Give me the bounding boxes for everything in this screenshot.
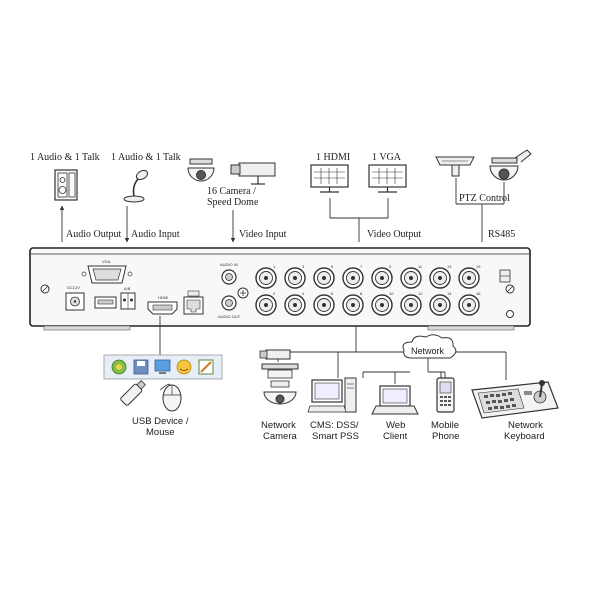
audio-input-label: Audio Input (131, 229, 180, 240)
ground-screw (506, 310, 514, 318)
bnc-number: 2 (273, 291, 276, 296)
video-output-label: Video Output (367, 229, 421, 240)
bnc-number: 1 (273, 264, 276, 269)
cms-label-line1: CMS: DSS/ (310, 420, 359, 431)
laptop-icon (371, 385, 419, 415)
mobile-phone-icon (436, 372, 455, 413)
power-port: DC12V (65, 285, 85, 311)
microphone-icon (123, 169, 149, 203)
edit-app-icon (198, 359, 214, 375)
ptz-keyboard-icon (435, 156, 475, 177)
svg-text:VGA: VGA (102, 259, 111, 264)
bnc-number: 14 (447, 291, 452, 296)
usb-device-label-line1: USB Device / (132, 416, 189, 427)
bnc-number: 7 (360, 264, 363, 269)
audio-output-label: Audio Output (66, 229, 122, 240)
bnc-port-16 (458, 294, 480, 316)
network-box-camera-icon (259, 349, 291, 360)
save-disk-icon (133, 359, 149, 375)
bnc-port-15 (458, 267, 480, 289)
bnc-number: 13 (447, 264, 452, 269)
bnc-port-6 (313, 294, 335, 316)
usb-stick-icon (120, 379, 147, 406)
bnc-number: 8 (360, 291, 363, 296)
ab-port-label: A/B (124, 286, 131, 291)
rs485-terminal (499, 269, 511, 283)
bnc-port-8 (342, 294, 364, 316)
ptz-control-label: PTZ Control (459, 193, 510, 204)
bnc-number: 10 (389, 291, 394, 296)
smiley-app-icon (176, 359, 192, 375)
hdmi-monitor-icon (310, 164, 349, 193)
web-client-label-line1: Web (386, 420, 405, 431)
video-input-label: Video Input (239, 229, 287, 240)
bnc-port-13 (429, 267, 451, 289)
bnc-number: 5 (331, 264, 334, 269)
desktop-pc-icon (307, 377, 357, 413)
network-camera-label-line1: Network (261, 420, 296, 431)
bnc-port-10 (371, 294, 393, 316)
bnc-number: 9 (389, 264, 392, 269)
talk-port (237, 287, 249, 299)
bnc-port-4 (284, 294, 306, 316)
monitor-app-icon (154, 359, 171, 374)
bnc-port-1 (255, 267, 277, 289)
vga-monitor-icon (368, 164, 407, 193)
network-keyboard-label-line1: Network (508, 420, 543, 431)
bnc-number: 11 (418, 264, 423, 269)
rs485-label: RS485 (488, 229, 515, 240)
web-client-label-line2: Client (383, 431, 408, 442)
bnc-port-5 (313, 267, 335, 289)
network-dome-camera-icon (261, 363, 299, 405)
panel-screw-right (505, 284, 515, 294)
bnc-number: 15 (476, 264, 481, 269)
svg-text:DC12V: DC12V (67, 285, 80, 290)
usb-port-left (94, 296, 117, 309)
alarm-terminal (120, 292, 136, 310)
network-camera-label-line2: Camera (263, 431, 298, 442)
hdmi-port: HDMI (147, 295, 178, 315)
network-keyboard-label-line2: Keyboard (504, 431, 545, 442)
audio-talk-out-label: 1 Audio & 1 Talk (30, 152, 100, 163)
dome-camera-icon (187, 158, 215, 182)
vga-label: 1 VGA (372, 152, 402, 163)
bnc-port-14 (429, 294, 451, 316)
bnc-number: 16 (476, 291, 481, 296)
mobile-phone-label-line1: Mobile (431, 420, 459, 431)
audio-in-port (221, 269, 237, 285)
usb-device-label-line2: Mouse (146, 427, 175, 438)
mobile-phone-label-line2: Phone (432, 431, 459, 442)
network-cloud-icon (402, 334, 457, 359)
network-label: Network (411, 346, 445, 356)
bnc-port-11 (400, 267, 422, 289)
bnc-number: 6 (331, 291, 334, 296)
bnc-port-3 (284, 267, 306, 289)
cms-label-line2: Smart PSS (312, 431, 359, 442)
camera-label-line2: Speed Dome (207, 197, 259, 208)
device-app-icon (111, 359, 127, 375)
speaker-icon (54, 169, 78, 201)
bnc-port-9 (371, 267, 393, 289)
svg-text:HDMI: HDMI (158, 295, 168, 300)
bnc-port-7 (342, 267, 364, 289)
camera-label-line1: 16 Camera / (207, 186, 256, 197)
hdmi-label: 1 HDMI (316, 152, 350, 163)
vga-port: VGA (81, 259, 133, 284)
box-camera-icon (230, 162, 276, 185)
audio-out-port-label: AUDIO OUT (218, 314, 241, 319)
mouse-icon (159, 383, 182, 412)
ethernet-port (183, 290, 204, 315)
bnc-number: 12 (418, 291, 423, 296)
network-keyboard-icon (471, 380, 559, 419)
audio-talk-in-label: 1 Audio & 1 Talk (111, 152, 181, 163)
bnc-number: 4 (302, 291, 305, 296)
audio-out-port (221, 295, 237, 311)
bnc-number: 3 (302, 264, 305, 269)
bnc-port-2 (255, 294, 277, 316)
audio-in-port-label: AUDIO IN (220, 262, 238, 267)
panel-screw-left (40, 284, 50, 294)
bnc-port-12 (400, 294, 422, 316)
speed-dome-icon (489, 149, 532, 181)
